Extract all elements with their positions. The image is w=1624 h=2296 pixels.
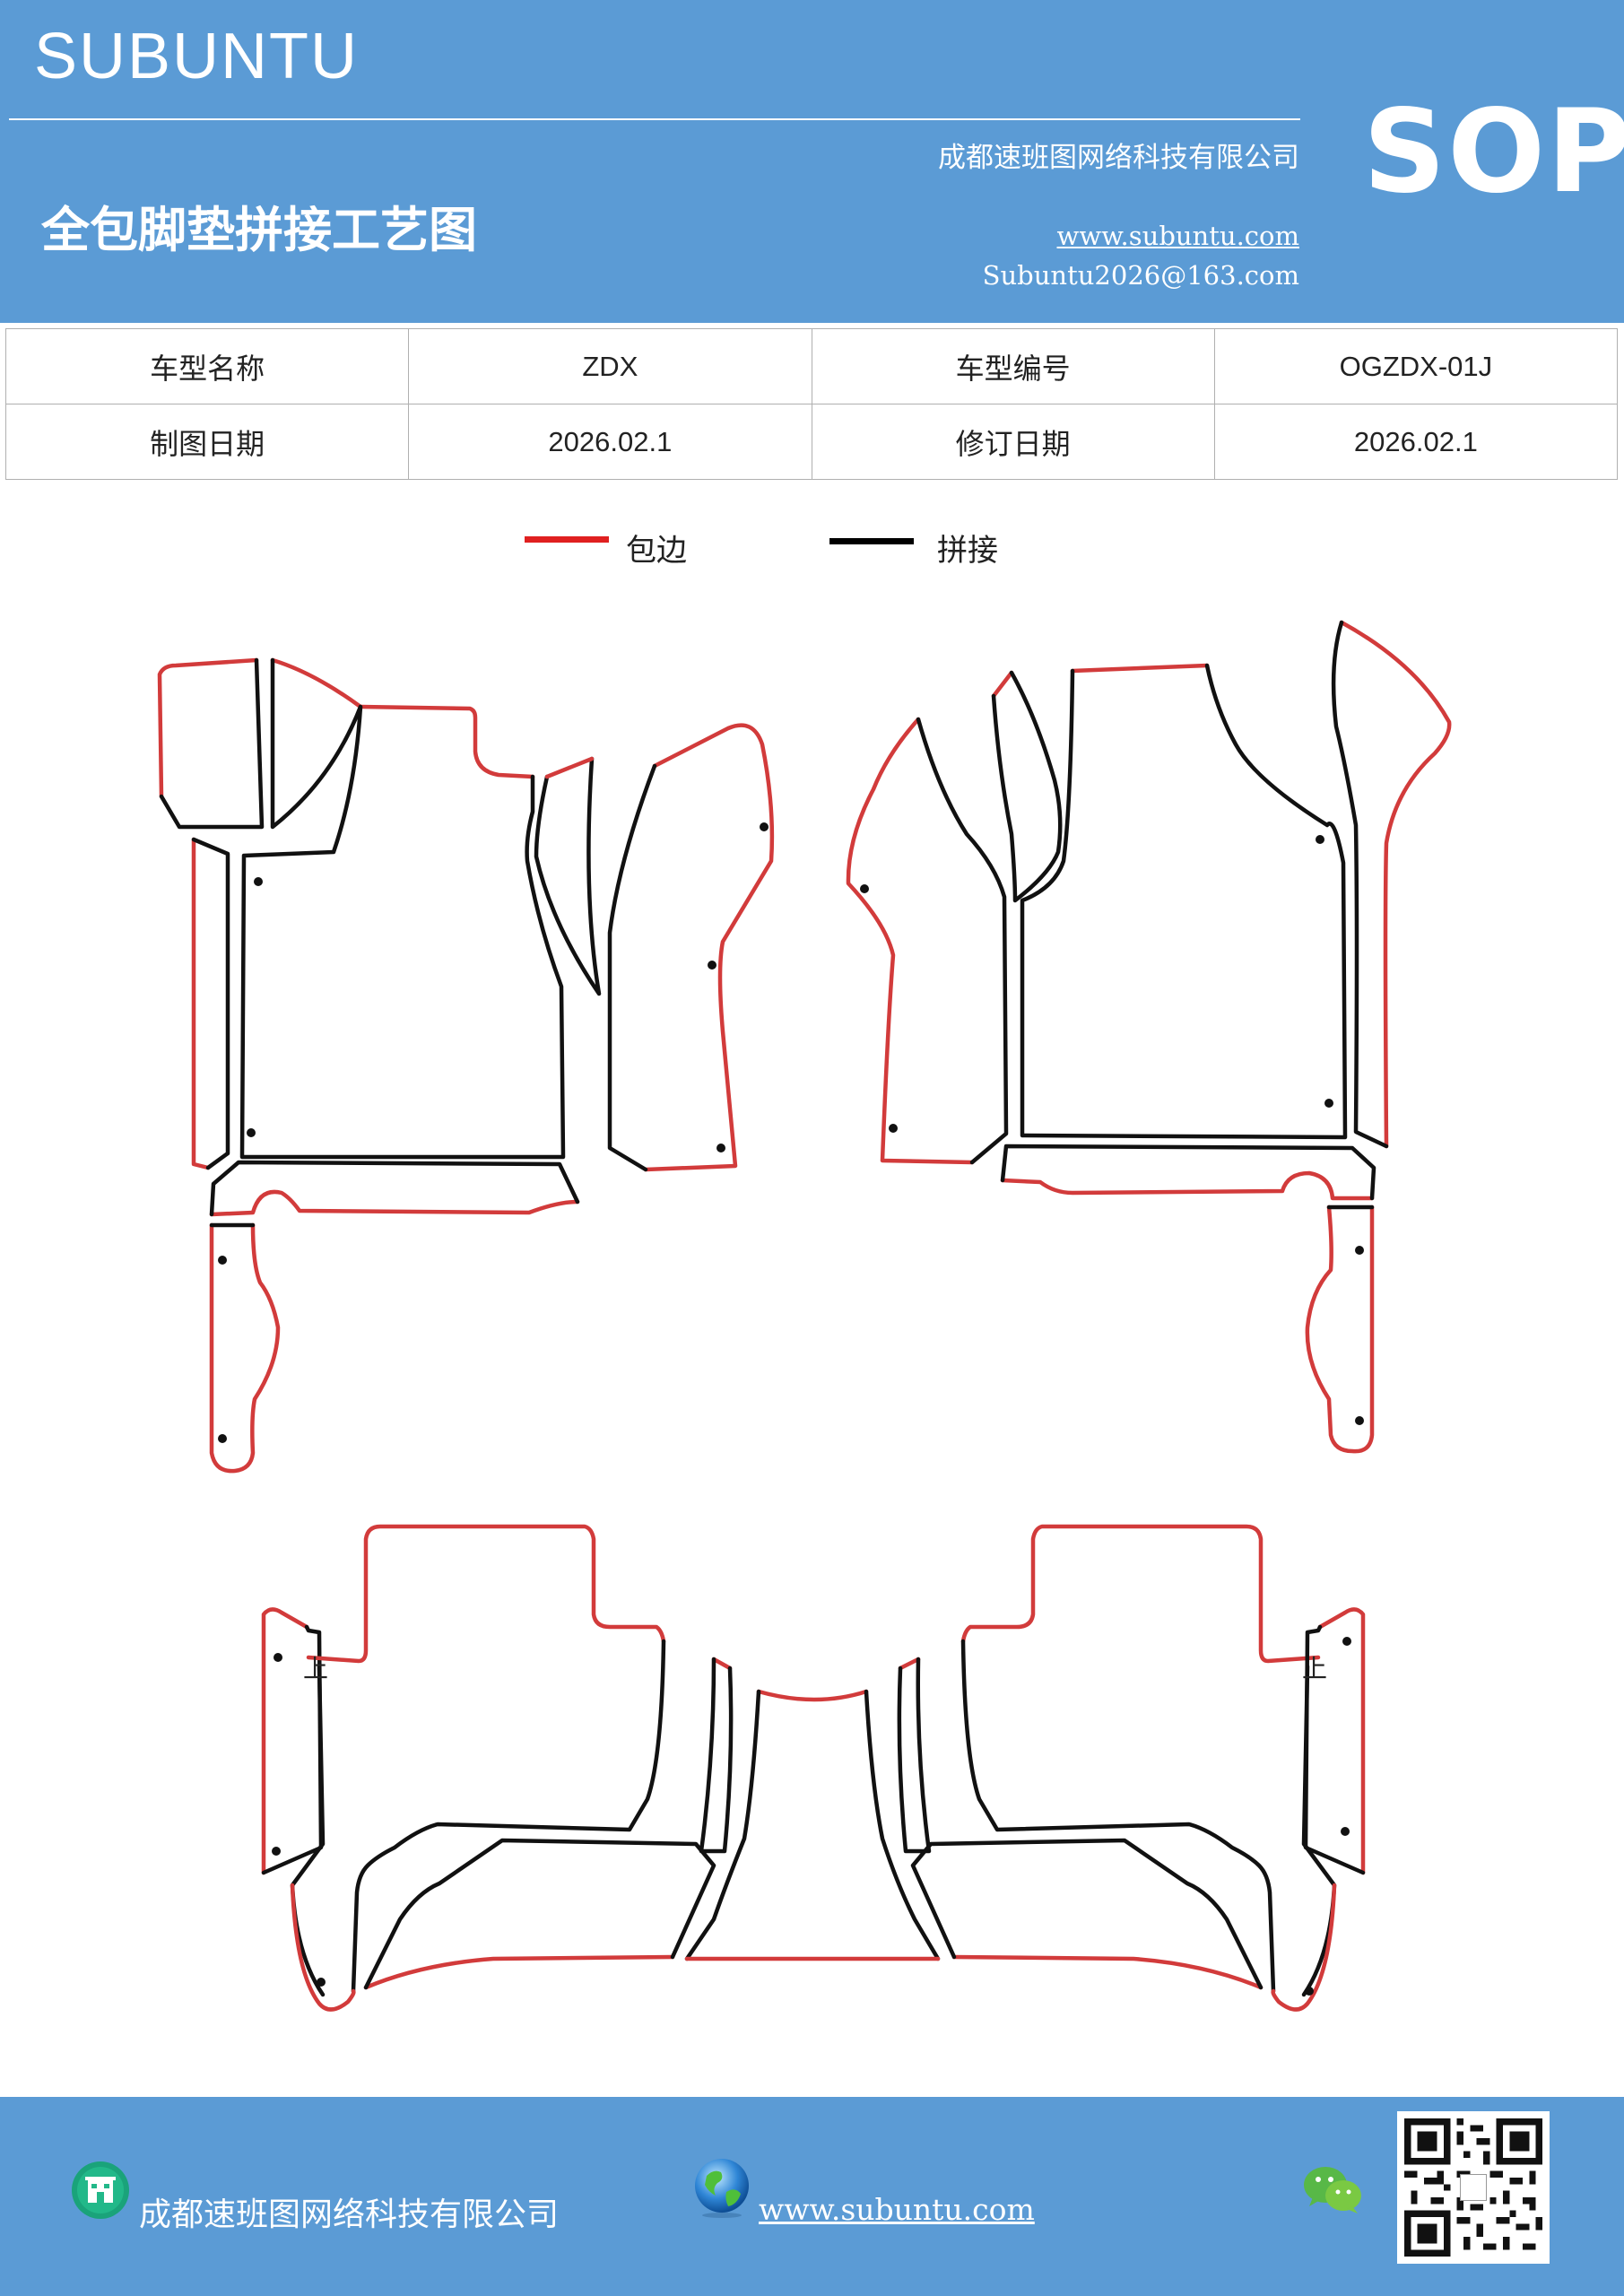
company-name: 成都速班图网络科技有限公司: [938, 142, 1299, 174]
legend-seam-swatch: [829, 538, 914, 544]
sop-badge: SOP: [1363, 85, 1624, 219]
vehicle-info-table: 车型名称 ZDX 车型编号 OGZDX-01J 制图日期 2026.02.1 修…: [4, 328, 1619, 480]
piece-orientation-label: 上: [1302, 1654, 1327, 1683]
footer-website-link[interactable]: www.subuntu.com: [759, 2192, 1035, 2227]
footer-banner: 成都速班图网络科技有限公司 www.subuntu.com: [0, 2097, 1624, 2296]
draw-date-value: 2026.02.1: [408, 404, 812, 480]
front-right-mat: [846, 620, 1452, 1454]
table-row: 制图日期 2026.02.1 修订日期 2026.02.1: [4, 404, 1619, 480]
legend-edge-swatch: [525, 536, 609, 543]
qr-code[interactable]: [1397, 2111, 1550, 2264]
legend-seam-label: 拼接: [937, 533, 998, 569]
revision-date-label: 修订日期: [811, 404, 1215, 480]
revision-date-value: 2026.02.1: [1213, 404, 1619, 480]
website-link[interactable]: www.subuntu.com: [1056, 221, 1299, 251]
rear-center-mat: [684, 1689, 941, 1961]
wechat-icon[interactable]: [1302, 2163, 1365, 2217]
qr-code-pattern: [1404, 2118, 1542, 2257]
floor-mat-diagram: 上 上: [157, 620, 1452, 2012]
globe-icon: [695, 2159, 749, 2218]
model-code-value: OGZDX-01J: [1213, 328, 1619, 404]
email-address: Subuntu2026@163.com: [982, 260, 1299, 291]
document-title: 全包脚垫拼接工艺图: [41, 202, 477, 258]
legend-edge-label: 包边: [626, 533, 687, 569]
header-banner: SUBUNTU 成都速班图网络科技有限公司 全包脚垫拼接工艺图 www.subu…: [0, 0, 1624, 323]
model-code-label: 车型编号: [811, 328, 1215, 404]
table-row: 车型名称 ZDX 车型编号 OGZDX-01J: [4, 328, 1619, 404]
header-divider: [9, 118, 1300, 120]
brand-name: SUBUNTU: [34, 21, 360, 92]
rear-left-mat: 上: [261, 1524, 734, 2012]
footer-company-name: 成都速班图网络科技有限公司: [139, 2196, 560, 2233]
draw-date-label: 制图日期: [4, 404, 410, 480]
piece-orientation-label: 上: [303, 1654, 328, 1683]
building-icon: [72, 2161, 129, 2219]
model-name-value: ZDX: [408, 328, 812, 404]
rear-right-mat: 上: [897, 1524, 1366, 2012]
model-name-label: 车型名称: [4, 328, 410, 404]
front-left-mat: [157, 657, 775, 1474]
